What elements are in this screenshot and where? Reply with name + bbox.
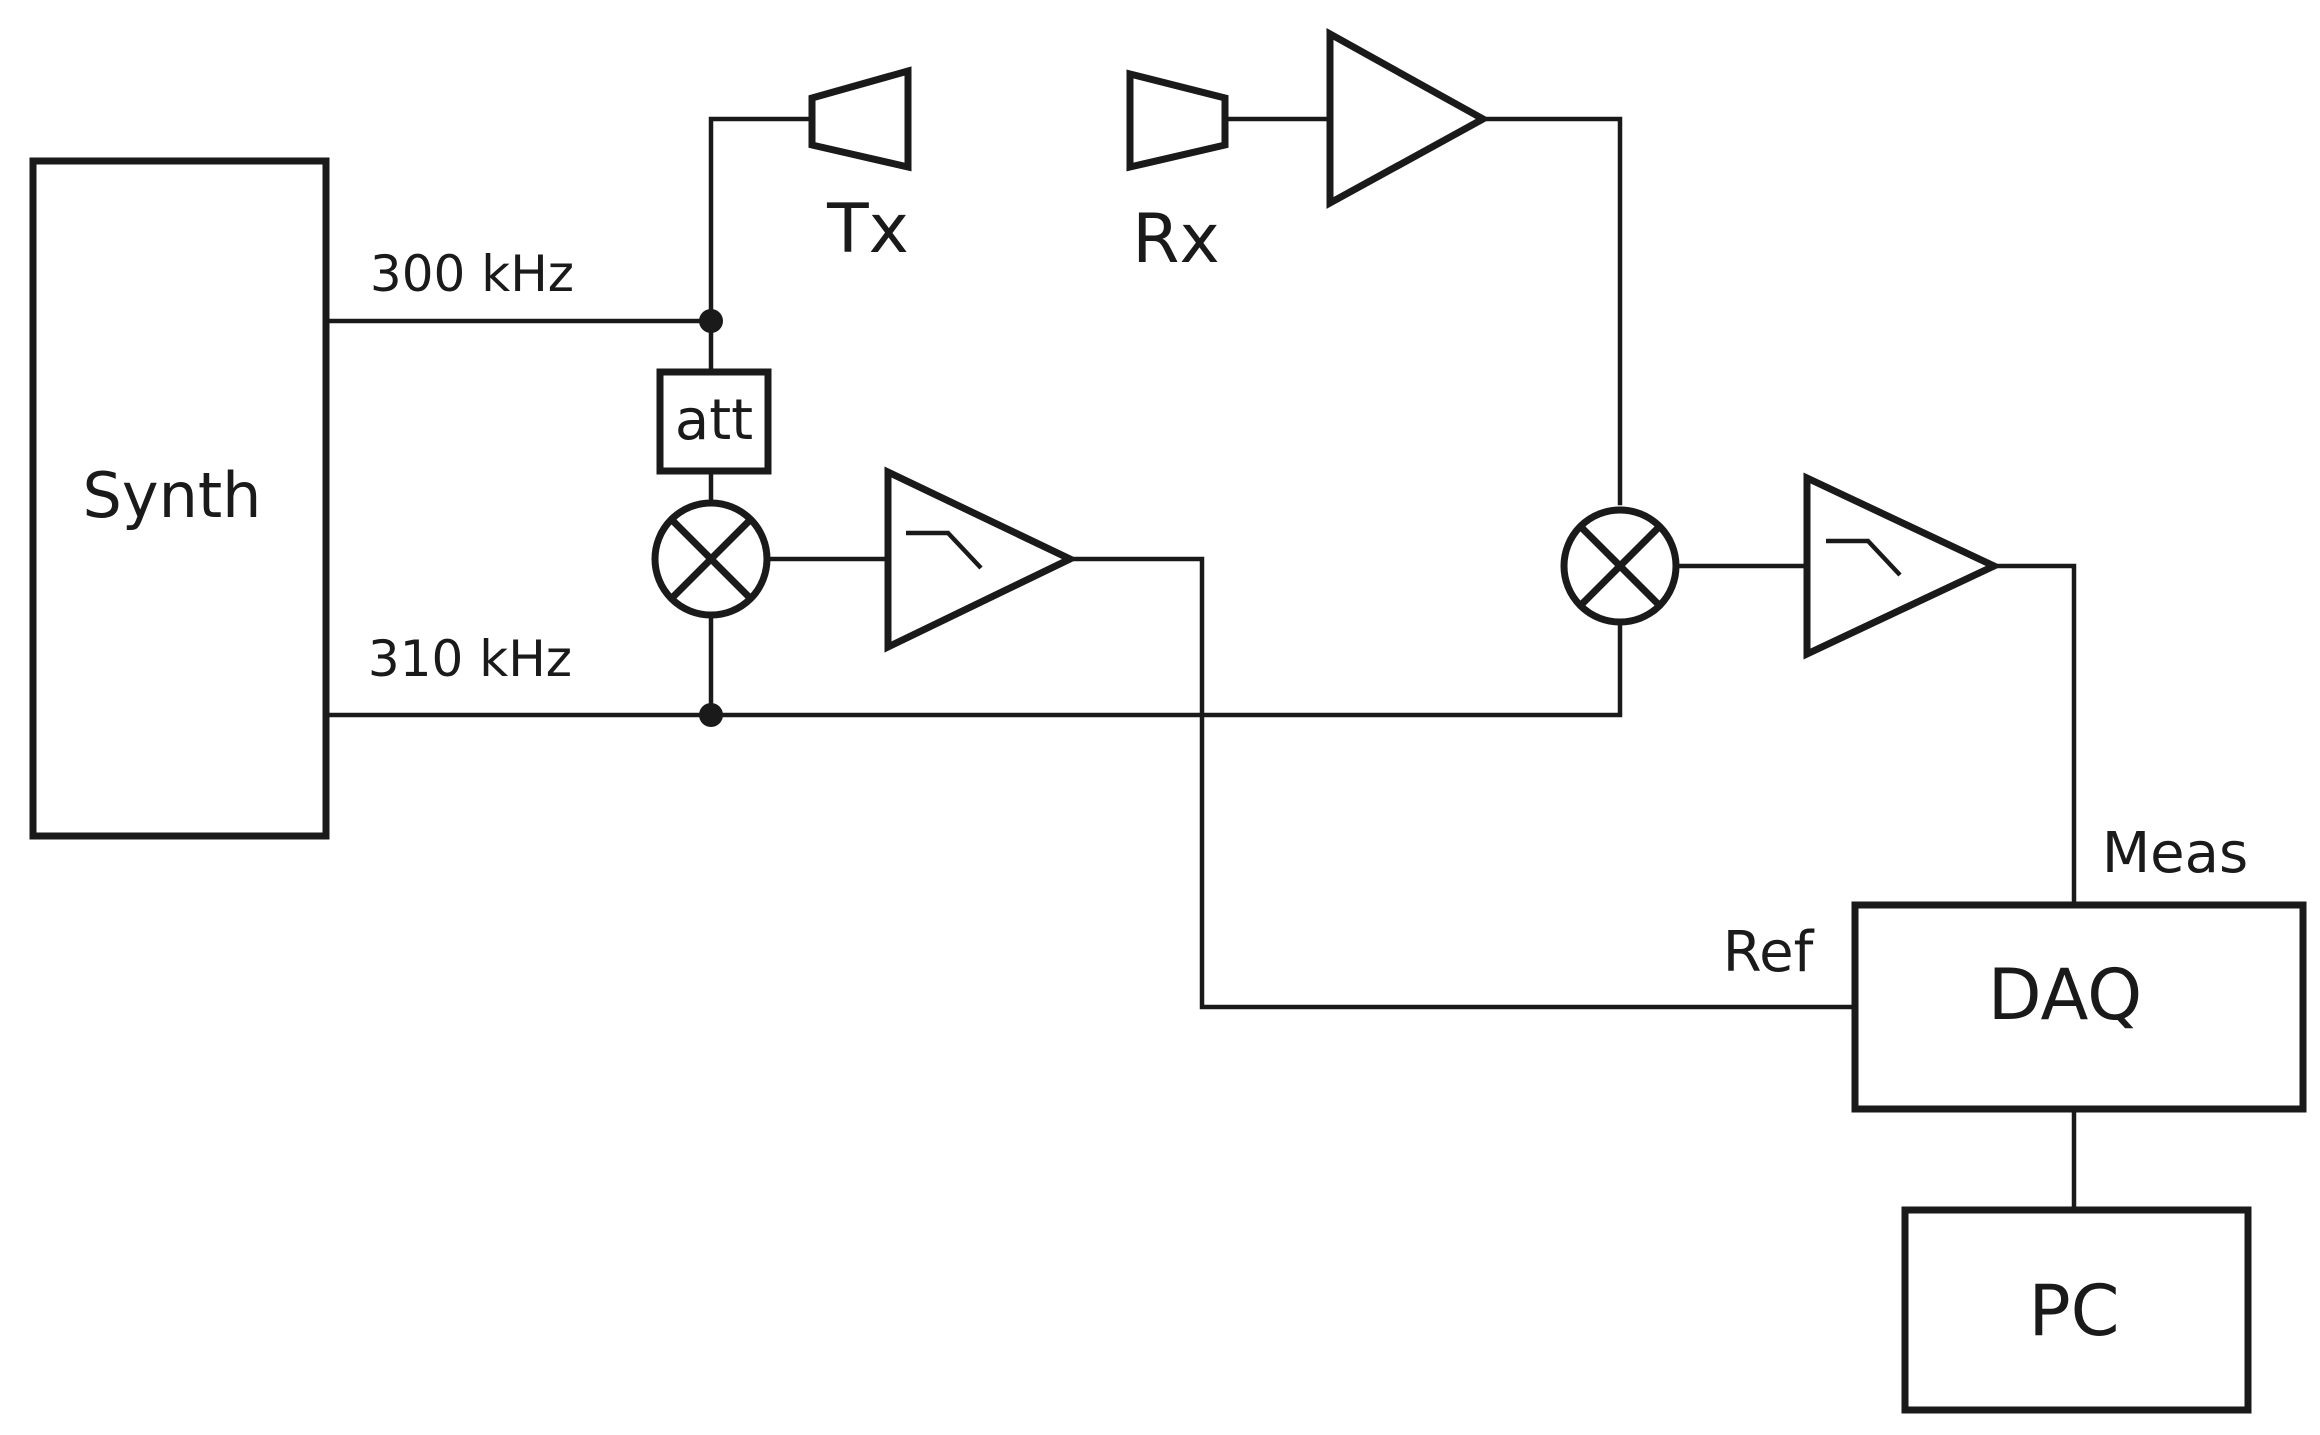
lowpass-amplifier-icon [884, 466, 1079, 653]
wire-meas [1991, 563, 2077, 908]
rx-label: Rx [1132, 200, 1220, 279]
mixer-icon [1560, 506, 1680, 626]
attenuator-label: att [675, 388, 753, 453]
pc-block: PC [1901, 1206, 2252, 1414]
daq-block: DAQ [1851, 901, 2307, 1113]
synth-label: Synth [83, 459, 262, 532]
ref-label: Ref [1723, 920, 1815, 985]
freq-label-310khz: 310 kHz [368, 630, 572, 688]
wire-ref [1067, 556, 1858, 1010]
horn-antenna-icon [808, 66, 912, 172]
pc-label: PC [2028, 1270, 2119, 1352]
wire-amp-to-mixer2 [1480, 116, 1623, 506]
wire-310khz [323, 614, 1623, 718]
freq-label-300khz: 300 kHz [370, 245, 574, 303]
wires [323, 116, 2077, 1213]
junction-dot-300khz [699, 309, 723, 333]
lowpass-amplifier-icon [1803, 472, 2003, 660]
mixer-icon [651, 499, 771, 619]
synth-block: Synth [29, 157, 330, 840]
amplifier-icon [1326, 28, 1491, 209]
meas-label: Meas [2102, 821, 2248, 886]
tx-label: Tx [826, 190, 909, 269]
wire-junction-to-tx [708, 116, 815, 324]
horn-antenna-icon [1126, 69, 1229, 172]
attenuator-block: att [656, 368, 772, 475]
daq-label: DAQ [1988, 954, 2142, 1036]
junction-dot-310khz [699, 703, 723, 727]
